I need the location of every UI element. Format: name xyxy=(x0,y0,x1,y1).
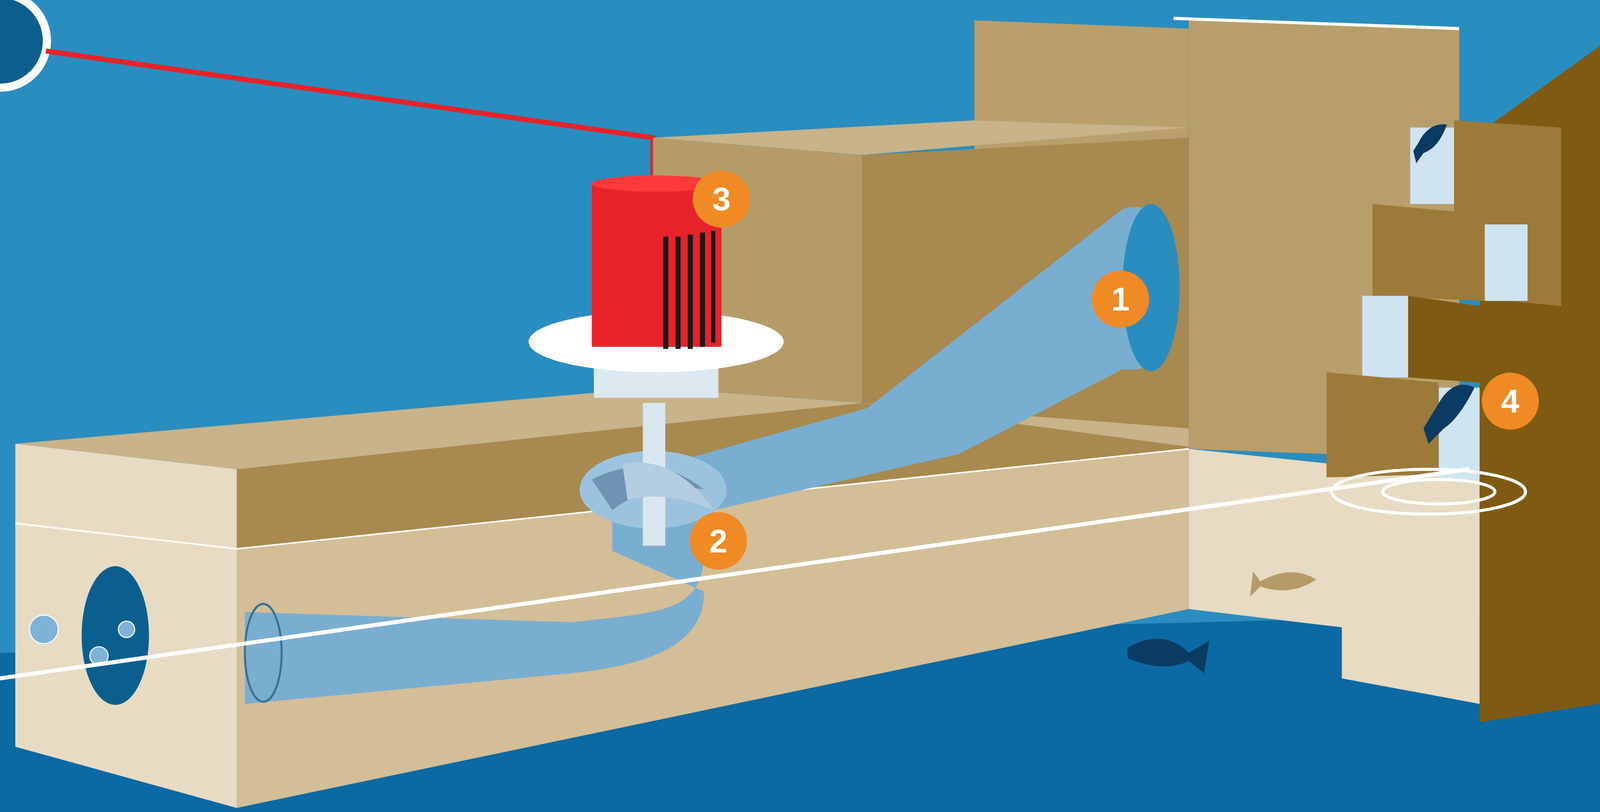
ladder-step xyxy=(1326,372,1439,478)
waterfall xyxy=(1484,224,1528,301)
vent xyxy=(687,234,693,349)
wall-edge xyxy=(1173,18,1460,29)
ladder-step xyxy=(1372,203,1485,301)
ripple xyxy=(1382,479,1495,504)
callout-number: 3 xyxy=(692,170,750,228)
generator-vents xyxy=(663,230,715,349)
circle-ring xyxy=(0,0,51,92)
source-circle xyxy=(0,0,51,92)
fish xyxy=(1250,571,1317,597)
bubble xyxy=(118,620,135,638)
fish xyxy=(1127,638,1209,674)
vent xyxy=(663,236,669,349)
vent xyxy=(700,232,706,348)
powerhouse-end xyxy=(15,443,237,808)
water-level xyxy=(0,468,1470,678)
fish xyxy=(1423,384,1475,444)
vent xyxy=(711,230,716,343)
ladder-step xyxy=(1408,295,1480,383)
callout-number: 1 xyxy=(1091,270,1149,328)
outlet-hole xyxy=(81,566,149,705)
power-line xyxy=(45,50,653,182)
waterfall xyxy=(1362,295,1409,378)
turbine-blade xyxy=(622,462,715,510)
fish-ladder xyxy=(1326,120,1562,515)
fish xyxy=(1413,124,1448,164)
circle-fill xyxy=(0,0,43,84)
callout-number: 2 xyxy=(689,512,747,570)
penstock-pipe xyxy=(245,207,1180,704)
vent xyxy=(675,236,681,349)
callout-number: 4 xyxy=(1481,372,1539,430)
pipe-ring xyxy=(245,603,282,702)
bubble xyxy=(29,614,59,644)
